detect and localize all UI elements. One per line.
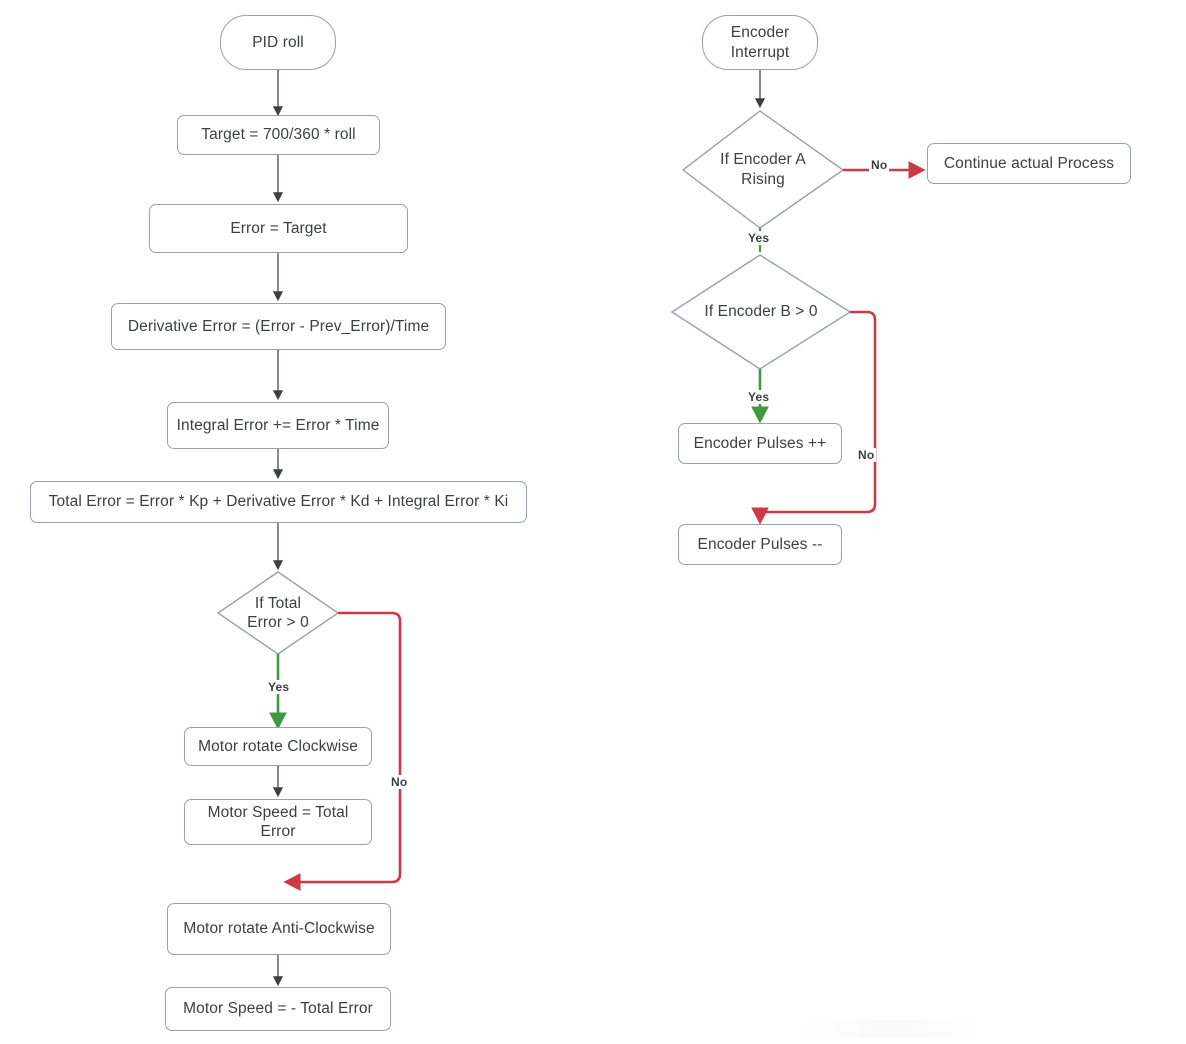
node-label: Motor Speed = Total Error [208, 803, 349, 842]
decision-label: If Encoder B > 0 [704, 302, 817, 321]
node-label: Motor rotate Anti-Clockwise [183, 920, 375, 938]
node-continue-process[interactable]: Continue actual Process [927, 143, 1131, 184]
node-label: PID roll [252, 33, 304, 51]
decision-label-line1: If Encoder B > 0 [704, 303, 818, 321]
node-label-line1: Motor Speed = Total [207, 803, 349, 821]
node-label: Encoder Pulses -- [697, 535, 823, 553]
decision-label: If Total Error > 0 [247, 594, 309, 633]
node-integral-error[interactable]: Integral Error += Error * Time [167, 402, 389, 449]
edge-label-pid-yes: Yes [266, 680, 292, 694]
decision-label-line1: If Encoder A [720, 151, 806, 169]
node-derivative-error[interactable]: Derivative Error = (Error - Prev_Error)/… [111, 303, 446, 350]
edge-label-enc-b-no: No [856, 448, 877, 462]
node-motor-anti-clockwise[interactable]: Motor rotate Anti-Clockwise [167, 903, 391, 955]
edge-encoderb-no-dec [751, 310, 877, 525]
decision-label-line2: Rising [741, 170, 785, 188]
node-motor-speed-total[interactable]: Motor Speed = Total Error [184, 799, 372, 845]
node-if-encoder-a[interactable]: If Encoder A Rising [683, 111, 843, 228]
node-label: Motor Speed = - Total Error [183, 1000, 373, 1018]
scan-artifact [800, 1020, 1040, 1038]
node-label-line2: Interrupt [730, 43, 790, 61]
edge-label-enc-b-yes: Yes [746, 390, 772, 404]
node-label-line1: Encoder [730, 24, 790, 42]
edge-label-pid-no: No [389, 775, 410, 789]
node-label: Integral Error += Error * Time [176, 416, 380, 434]
decision-label-line2: Error > 0 [247, 614, 309, 631]
node-label: Encoder Pulses ++ [693, 434, 827, 452]
node-label: Encoder Interrupt [731, 23, 790, 62]
node-label: Motor rotate Clockwise [198, 737, 358, 755]
edge-label-enc-a-yes: Yes [746, 231, 772, 245]
node-motor-clockwise[interactable]: Motor rotate Clockwise [184, 727, 372, 766]
decision-label-line1: If Total [254, 594, 302, 612]
node-label: Total Error = Error * Kp + Derivative Er… [48, 493, 509, 511]
node-label: Derivative Error = (Error - Prev_Error)/… [127, 317, 430, 335]
node-label: Error = Target [230, 219, 327, 237]
node-pulses-dec[interactable]: Encoder Pulses -- [678, 524, 842, 565]
edge-label-enc-a-no: No [869, 158, 890, 172]
node-label: Continue actual Process [943, 154, 1115, 172]
node-target[interactable]: Target = 700/360 * roll [177, 115, 380, 155]
node-error[interactable]: Error = Target [149, 204, 408, 253]
node-pulses-inc[interactable]: Encoder Pulses ++ [678, 423, 842, 464]
decision-label: If Encoder A Rising [720, 150, 806, 189]
node-motor-speed-neg-total[interactable]: Motor Speed = - Total Error [165, 987, 391, 1031]
node-encoder-interrupt[interactable]: Encoder Interrupt [702, 15, 818, 70]
node-if-encoder-b[interactable]: If Encoder B > 0 [672, 255, 850, 369]
node-label-line2: Error [260, 823, 296, 840]
node-label: Target = 700/360 * roll [201, 126, 356, 144]
node-if-total-error[interactable]: If Total Error > 0 [218, 572, 338, 654]
edge-decision-no-anticlockwise [283, 611, 402, 891]
node-total-error[interactable]: Total Error = Error * Kp + Derivative Er… [30, 481, 527, 523]
node-pid-roll[interactable]: PID roll [220, 15, 336, 70]
